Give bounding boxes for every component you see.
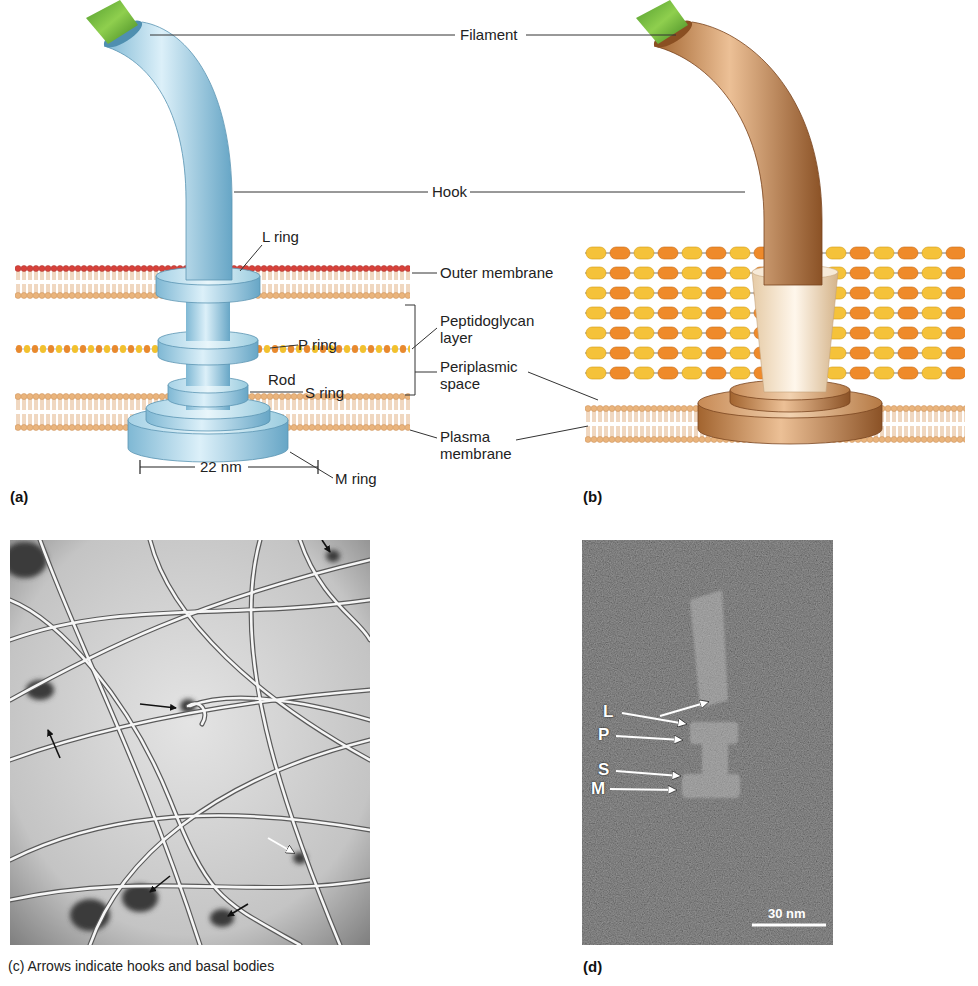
part-label: M ring [335, 470, 377, 487]
pointer-arrow [268, 838, 294, 853]
flagellum-filament [10, 816, 370, 860]
ring-letter: S [598, 760, 609, 780]
pointer-arrow [660, 702, 708, 716]
pointer-arrow [616, 771, 680, 776]
part-label: Filament [460, 26, 518, 43]
flagellum-filament [300, 540, 370, 640]
leader-line [412, 328, 437, 349]
pointer-arrow [322, 540, 330, 552]
pointer-arrow [610, 789, 676, 790]
flagellum-filament [10, 560, 370, 700]
panel-caption: (c) Arrows indicate hooks and basal bodi… [8, 958, 274, 974]
panel-a [15, 0, 410, 474]
flagellum-filament [150, 540, 370, 760]
panel-letter: (d) [583, 958, 602, 975]
flagellum-filament [190, 698, 370, 720]
part-label: Rod [268, 371, 296, 388]
hook [654, 22, 822, 285]
micrograph-noise [582, 540, 833, 945]
dimension-label: 22 nm [200, 458, 242, 475]
leader-line [528, 372, 598, 400]
leader-line [470, 192, 745, 193]
stain-blob [326, 550, 340, 562]
leader-line [415, 372, 437, 373]
pointer-arrow [616, 736, 682, 740]
pointer-arrows [610, 702, 708, 790]
part-label: Outer membrane [440, 264, 553, 281]
panel-b [585, 0, 965, 444]
flagellum-filament [251, 540, 340, 945]
flagellum-filament [300, 540, 370, 640]
leader-line [150, 35, 455, 36]
filament-cores [10, 540, 370, 945]
panel-letter: (a) [10, 488, 28, 505]
flagellum-filament [10, 600, 370, 640]
scale-bar [140, 466, 195, 467]
leader-line [516, 426, 588, 440]
part-label: S ring [305, 384, 344, 401]
leader-line [250, 392, 303, 393]
ring-letter: L [603, 702, 613, 722]
pointer-arrow [140, 704, 176, 708]
filament [86, 0, 138, 44]
scale-bar [752, 924, 826, 927]
flagellum-filament [150, 540, 370, 760]
pointer-arrow [48, 730, 60, 758]
leader-line [410, 430, 437, 438]
flagellum-filament [40, 540, 200, 945]
micrograph-d [582, 540, 833, 945]
micrograph-background [582, 540, 833, 945]
part-label: Peptidoglycan layer [440, 312, 550, 347]
flagellum-filament [10, 600, 300, 945]
rod-cone [752, 272, 838, 392]
micrograph-noise [582, 540, 833, 945]
hook [104, 22, 232, 280]
pointer-arrow [228, 904, 248, 916]
leader-line [412, 273, 437, 274]
leader-lines [150, 35, 745, 478]
part-label: Periplasmic space [440, 358, 528, 393]
flagellum-filament [10, 600, 370, 640]
micrograph-background [10, 540, 370, 945]
scale-tick [317, 460, 318, 474]
dimension-label: 30 nm [768, 906, 806, 921]
leader-line [526, 35, 676, 36]
ring-letter: P [598, 725, 609, 745]
part-label: P ring [298, 336, 337, 353]
bracket [405, 305, 415, 395]
leader-line [240, 245, 262, 271]
flagellum-filament [10, 560, 370, 700]
filament-outlines [10, 540, 370, 945]
leader-line [234, 192, 428, 193]
filament [636, 0, 688, 44]
hook-curl [188, 704, 205, 724]
ring-letter: M [591, 779, 605, 799]
panel-letter: (b) [583, 488, 602, 505]
scale-bar [248, 466, 318, 467]
flagellum-filament [10, 816, 370, 860]
part-label: L ring [262, 228, 299, 245]
pointer-arrows [48, 540, 330, 916]
part-label: Plasma membrane [440, 428, 528, 463]
leader-line [270, 345, 298, 348]
flagellum-filament [10, 690, 370, 760]
flagellum-filament [90, 740, 370, 945]
pointer-arrow [150, 876, 170, 892]
leader-line [290, 452, 333, 478]
part-label: Hook [432, 183, 467, 200]
stain-blob [210, 909, 234, 927]
scale-tick [139, 460, 140, 474]
pointer-arrow [622, 713, 686, 724]
micrograph-c [10, 540, 370, 945]
